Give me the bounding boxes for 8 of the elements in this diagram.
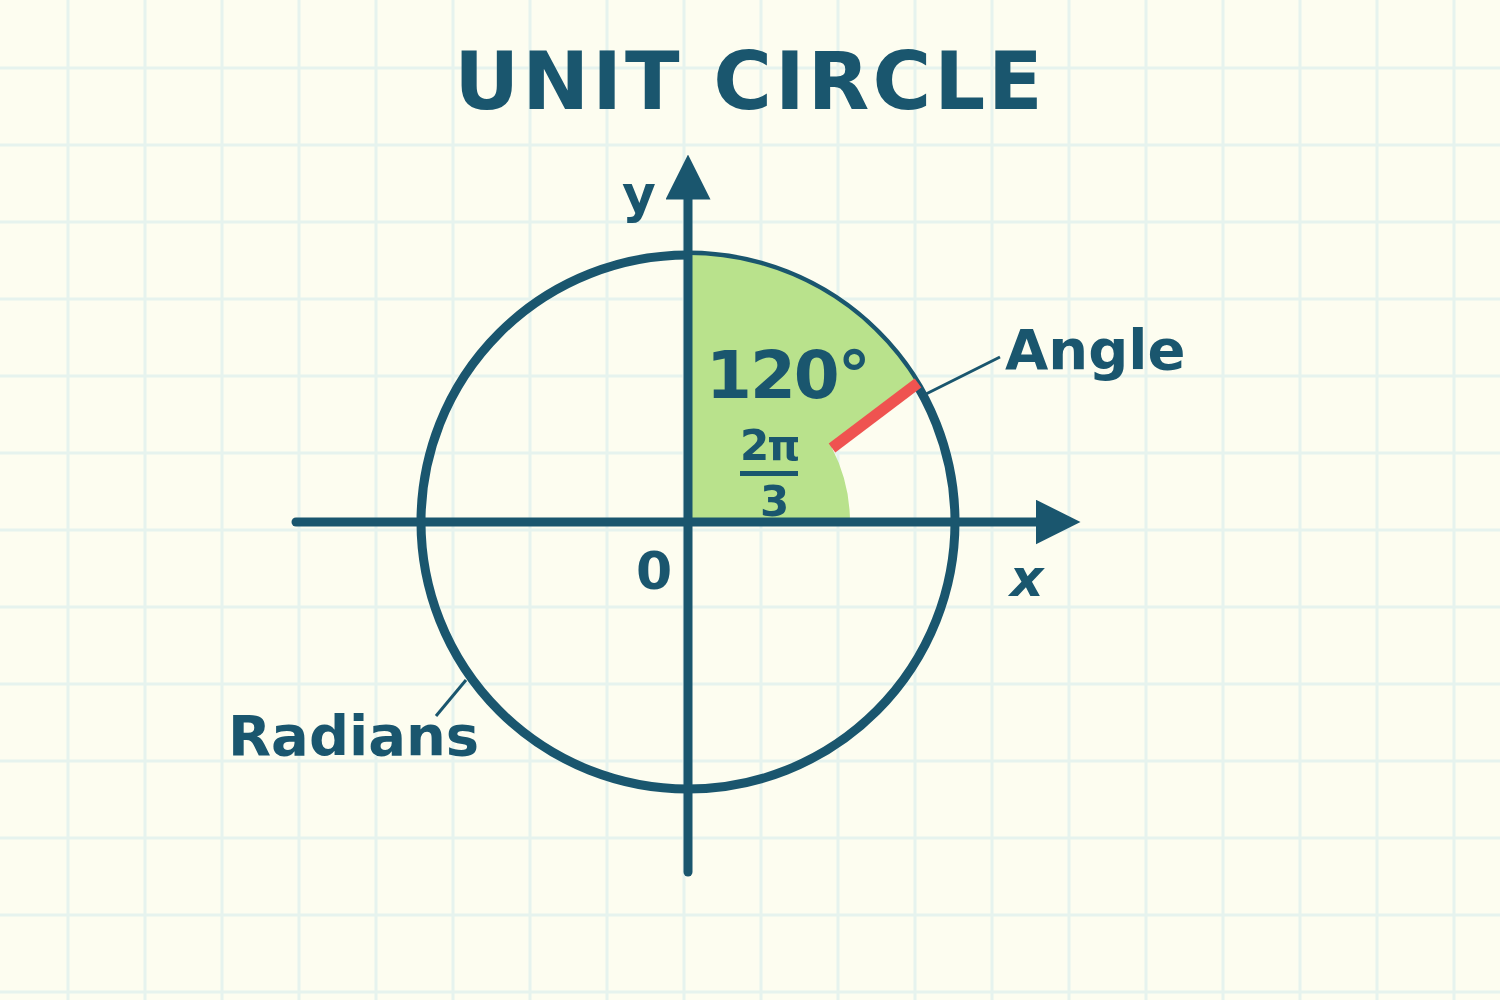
- origin-label: 0: [636, 545, 673, 597]
- fraction-numerator: 2π: [740, 425, 799, 476]
- leader-line: [434, 679, 468, 717]
- callout-label: Radians: [228, 708, 480, 764]
- fraction-denominator: 3: [760, 481, 788, 523]
- axis-label: x: [1010, 552, 1044, 604]
- title: UNIT CIRCLE: [453, 42, 1047, 122]
- angle-degrees: 120°: [706, 343, 869, 409]
